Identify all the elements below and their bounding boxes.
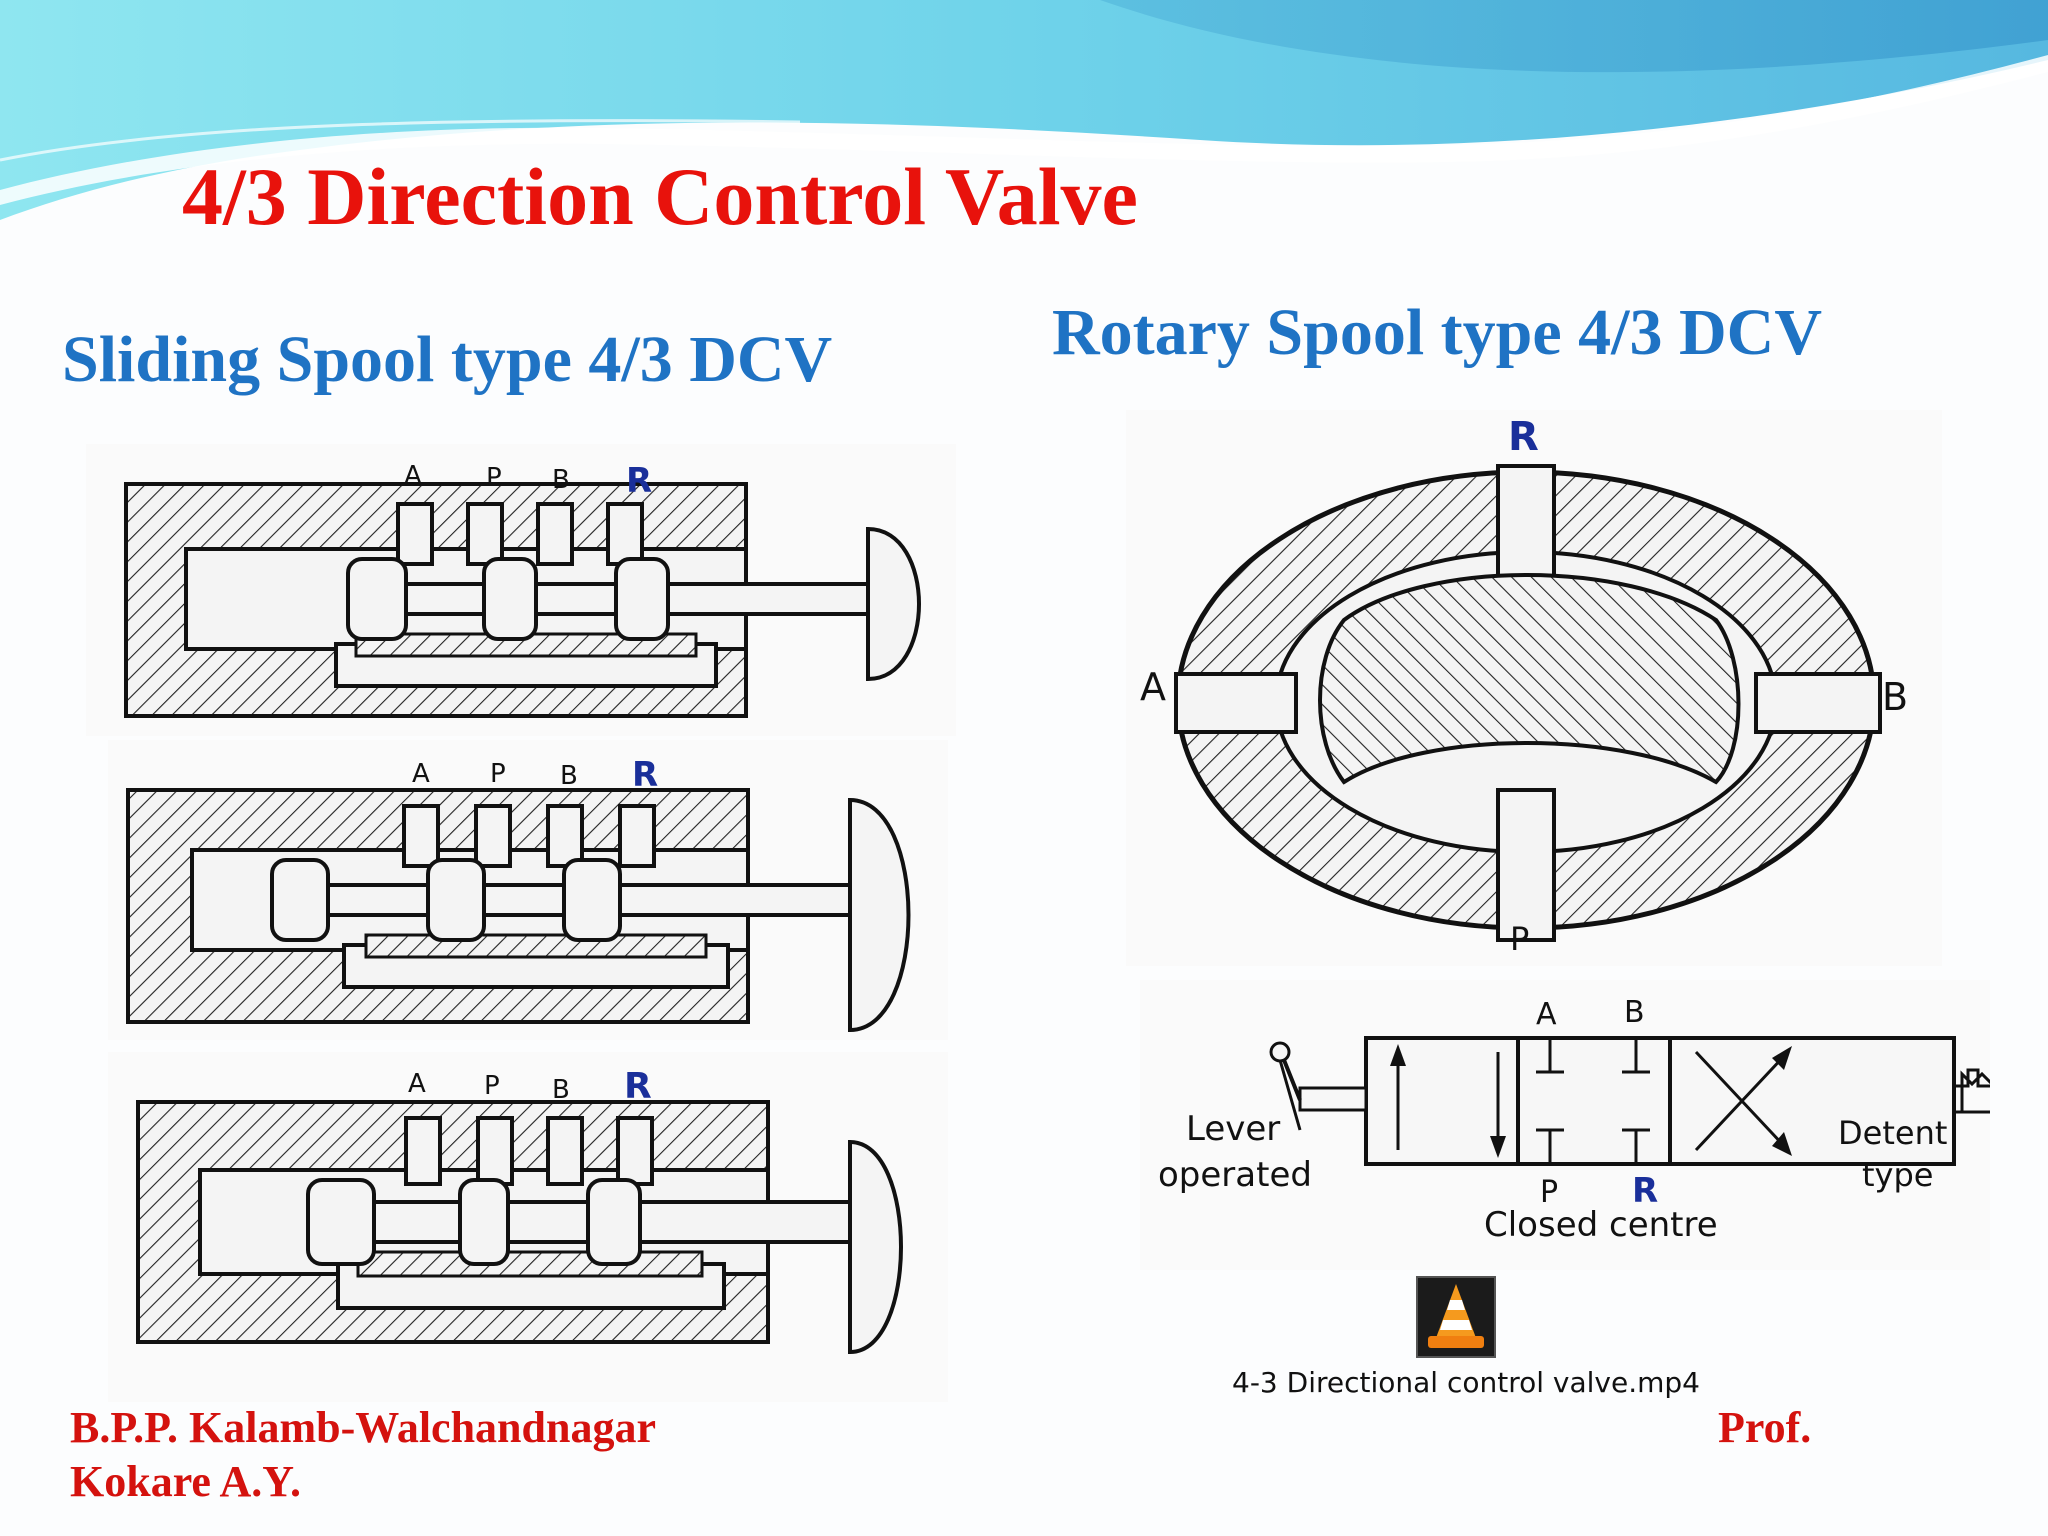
port-b-label: B bbox=[560, 761, 578, 791]
port-r-label: R bbox=[626, 461, 652, 501]
symbol-port-p-label: P bbox=[1540, 1175, 1558, 1210]
sliding-spool-diagram-2: A P B R bbox=[108, 740, 948, 1040]
port-b-label: B bbox=[552, 1075, 570, 1105]
port-p-label: P bbox=[486, 463, 502, 493]
rotary-spool-diagram: R A B P bbox=[1126, 410, 1942, 966]
detent-label-line2: type bbox=[1862, 1156, 1933, 1194]
lever-label-line1: Lever bbox=[1186, 1109, 1280, 1149]
port-b-label: B bbox=[552, 465, 570, 495]
rotary-port-r-label: R bbox=[1508, 414, 1539, 460]
lever-label-line2: operated bbox=[1158, 1155, 1312, 1195]
sliding-spool-diagram-3: A P B R bbox=[108, 1052, 948, 1402]
rotary-port-b-label: B bbox=[1882, 675, 1908, 719]
header-wave bbox=[0, 0, 2048, 220]
footer-institute: B.P.P. Kalamb-Walchandnagar bbox=[70, 1403, 656, 1452]
slide-title: 4/3 Direction Control Valve bbox=[182, 151, 1138, 242]
footer-author: Kokare A.Y. bbox=[70, 1457, 302, 1506]
detent-label-line1: Detent bbox=[1838, 1114, 1947, 1152]
port-r-label: R bbox=[624, 1066, 652, 1107]
vlc-cone-icon[interactable] bbox=[1416, 1276, 1496, 1358]
port-a-label: A bbox=[404, 461, 422, 491]
port-r-label: R bbox=[632, 755, 658, 795]
rotary-port-p-label: P bbox=[1510, 920, 1529, 958]
rotary-spool-heading: Rotary Spool type 4/3 DCV bbox=[1052, 296, 1822, 369]
media-file-name[interactable]: 4-3 Directional control valve.mp4 bbox=[1232, 1366, 1700, 1399]
port-a-label: A bbox=[408, 1069, 426, 1099]
port-p-label: P bbox=[490, 759, 506, 789]
symbol-port-b-label: B bbox=[1624, 995, 1645, 1030]
symbol-port-a-label: A bbox=[1536, 997, 1557, 1032]
closed-centre-label: Closed centre bbox=[1484, 1205, 1718, 1245]
footer-prof: Prof. bbox=[1718, 1403, 1812, 1452]
port-p-label: P bbox=[484, 1071, 500, 1101]
symbol-port-r-label: R bbox=[1632, 1171, 1658, 1211]
rotary-port-a-label: A bbox=[1140, 665, 1166, 709]
sliding-spool-heading: Sliding Spool type 4/3 DCV bbox=[62, 323, 833, 396]
port-a-label: A bbox=[412, 759, 430, 789]
sliding-spool-diagram-1: A P B R bbox=[86, 444, 956, 736]
dcv-symbol-diagram: A B P R Lever operated Closed centre Det… bbox=[1140, 980, 1990, 1270]
